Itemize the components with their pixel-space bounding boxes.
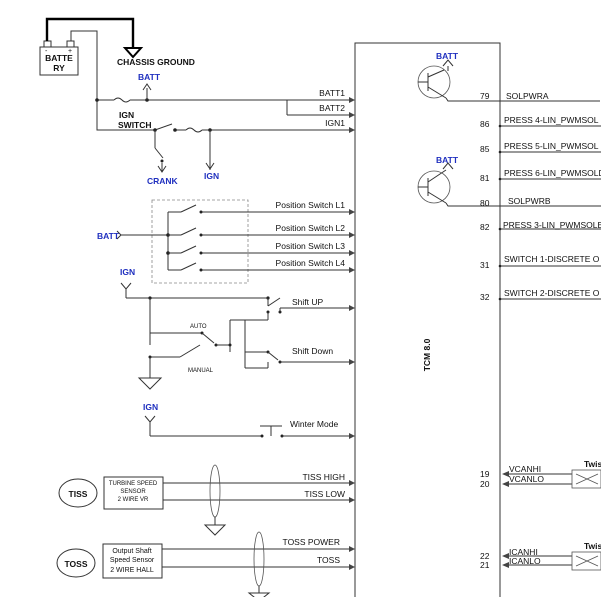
chassis-ground-wire	[45, 17, 135, 48]
output-label-solpwrb: SOLPWRB	[508, 196, 551, 206]
tiss-sensor-line-2: SENSOR	[120, 489, 146, 495]
winter-mode-block: IGN Winter Mode 65	[143, 402, 368, 441]
pin-label-batt2: BATT2	[319, 103, 345, 113]
toss-ground-symbol	[247, 592, 271, 597]
pin-number-20: 20	[480, 479, 490, 489]
tiss-sensor-line-3: 2 WIRE VR	[118, 497, 149, 503]
ign-label-2: IGN	[120, 267, 135, 277]
tcm-module: TCM 8.0	[354, 42, 501, 597]
tcm-module-box	[354, 42, 501, 597]
output-label-icanlo: ICANLO	[509, 556, 541, 566]
pin-label-shift-up: Shift UP	[292, 297, 324, 307]
output-label-press4: PRESS 4-LIN_PWMSOL	[504, 115, 599, 125]
pin-label-tiss-low: TISS LOW	[304, 489, 345, 499]
tiss-ground-symbol	[203, 524, 227, 536]
pin-number-19: 19	[480, 469, 490, 479]
pin-label-toss: TOSS	[317, 555, 340, 565]
pin-number-79: 79	[480, 91, 490, 101]
battery-label-1: BATTE	[45, 53, 73, 63]
tiss-label: TISS	[69, 489, 88, 499]
pin-number-32: 32	[480, 292, 490, 302]
toss-shield	[253, 531, 265, 587]
battery-minus-label: -	[45, 48, 48, 55]
output-label-press6: PRESS 6-LIN_PWMSOLD	[504, 168, 601, 178]
pin-label-l4: Position Switch L4	[276, 258, 346, 268]
tiss-shield	[209, 464, 221, 518]
crank-label: CRANK	[147, 176, 179, 186]
pin-number-80: 80	[480, 198, 490, 208]
battery-minus-terminal	[43, 40, 52, 48]
pin-number-85: 85	[480, 144, 490, 154]
chassis-ground-label: CHASSIS GROUND	[117, 57, 195, 67]
ign-label-1: IGN	[204, 171, 219, 181]
position-switch-enclosure	[151, 199, 249, 284]
ican-twisted-pair	[571, 551, 601, 571]
output-label-vcanhi: VCANHI	[509, 464, 541, 474]
tiss-sensor-line-1: TURBINE SPEED	[109, 481, 158, 487]
auto-label: AUTO	[190, 324, 207, 330]
ign-switch-label-1: IGN	[119, 110, 134, 120]
vcan-twisted-pair	[571, 469, 601, 489]
pin-number-81: 81	[480, 173, 490, 183]
batt-label-4: BATT	[436, 155, 459, 165]
pin-number-82: 82	[480, 222, 490, 232]
position-switch-block: BATT Position Switch L1 58 Position Swit…	[97, 199, 368, 284]
pin-number-21: 21	[480, 560, 490, 570]
pin-number-22: 22	[480, 551, 490, 561]
chassis-ground-symbol	[122, 47, 144, 59]
ign-switch-label-2: SWITCH	[118, 120, 152, 130]
output-label-switch1: SWITCH 1-DISCRETE O	[504, 254, 600, 264]
shift-switch-block: IGN AUTO MANUAL Shift UP 63	[120, 267, 368, 390]
output-label-icanhi: ICANHI	[509, 547, 538, 557]
pin-label-winter-mode: Winter Mode	[290, 419, 338, 429]
battery-positive-wire	[70, 30, 98, 131]
ican-twist-label: Twis	[584, 541, 601, 551]
output-label-switch2: SWITCH 2-DISCRETE O	[504, 288, 600, 298]
pin-label-shift-down: Shift Down	[292, 346, 333, 356]
batt-label-3: BATT	[436, 51, 459, 61]
toss-sensor-line-3: 2 WIRE HALL	[110, 567, 154, 574]
power-feeds: BATT BATT1 53 BATT2 78 IGN SWITCH IGN IG…	[95, 72, 368, 186]
battery-box	[39, 46, 79, 76]
pin-label-toss-power: TOSS POWER	[283, 537, 340, 547]
battery-plus-label: +	[68, 48, 72, 55]
pin-label-l1: Position Switch L1	[276, 200, 346, 210]
pin-label-ign1: IGN1	[325, 118, 345, 128]
fuse-ign	[185, 127, 203, 133]
toss-circle	[56, 548, 96, 578]
toss-sensor-line-2: Speed Sensor	[110, 557, 155, 564]
toss-block: TOSS Output Shaft Speed Sensor 2 WIRE HA…	[56, 531, 368, 597]
shift-ground-symbol	[137, 377, 163, 390]
pin-label-tiss-high: TISS HIGH	[302, 472, 345, 482]
tcm-module-name: TCM 8.0	[422, 338, 432, 371]
manual-label: MANUAL	[188, 368, 214, 374]
tiss-circle	[58, 478, 98, 508]
ign-label-3: IGN	[143, 402, 158, 412]
toss-label: TOSS	[65, 559, 88, 569]
batt-label-2: BATT	[97, 231, 120, 241]
input-arrowheads	[349, 97, 355, 570]
tiss-block: TISS TURBINE SPEED SENSOR 2 WIRE VR TISS…	[58, 464, 368, 536]
pin-label-l2: Position Switch L2	[276, 223, 346, 233]
tiss-sensor-box	[103, 476, 164, 510]
pin-label-l3: Position Switch L3	[276, 241, 346, 251]
output-label-vcanlo: VCANLO	[509, 474, 544, 484]
toss-sensor-box	[102, 543, 163, 579]
battery-and-ground: - + BATTE RY CHASSIS GROUND	[39, 17, 195, 131]
fuse-batt	[113, 97, 131, 103]
output-label-press5: PRESS 5-LIN_PWMSOL	[504, 141, 599, 151]
batt-label-1: BATT	[138, 72, 161, 82]
output-pins: BATT 79 SOLPWRA 86 PRESS 4-LIN_PWMSOL 85…	[417, 51, 601, 571]
battery-plus-terminal	[66, 40, 75, 48]
pin-label-batt1: BATT1	[319, 88, 345, 98]
pin-number-31: 31	[480, 260, 490, 270]
toss-sensor-line-1: Output Shaft	[112, 548, 151, 555]
pin-number-86: 86	[480, 119, 490, 129]
vcan-twist-label: Twis	[584, 459, 601, 469]
battery-label-2: RY	[53, 63, 65, 73]
output-label-solpwra: SOLPWRA	[506, 91, 549, 101]
output-label-press3: PRESS 3-LIN_PWMSOLE	[503, 220, 601, 230]
